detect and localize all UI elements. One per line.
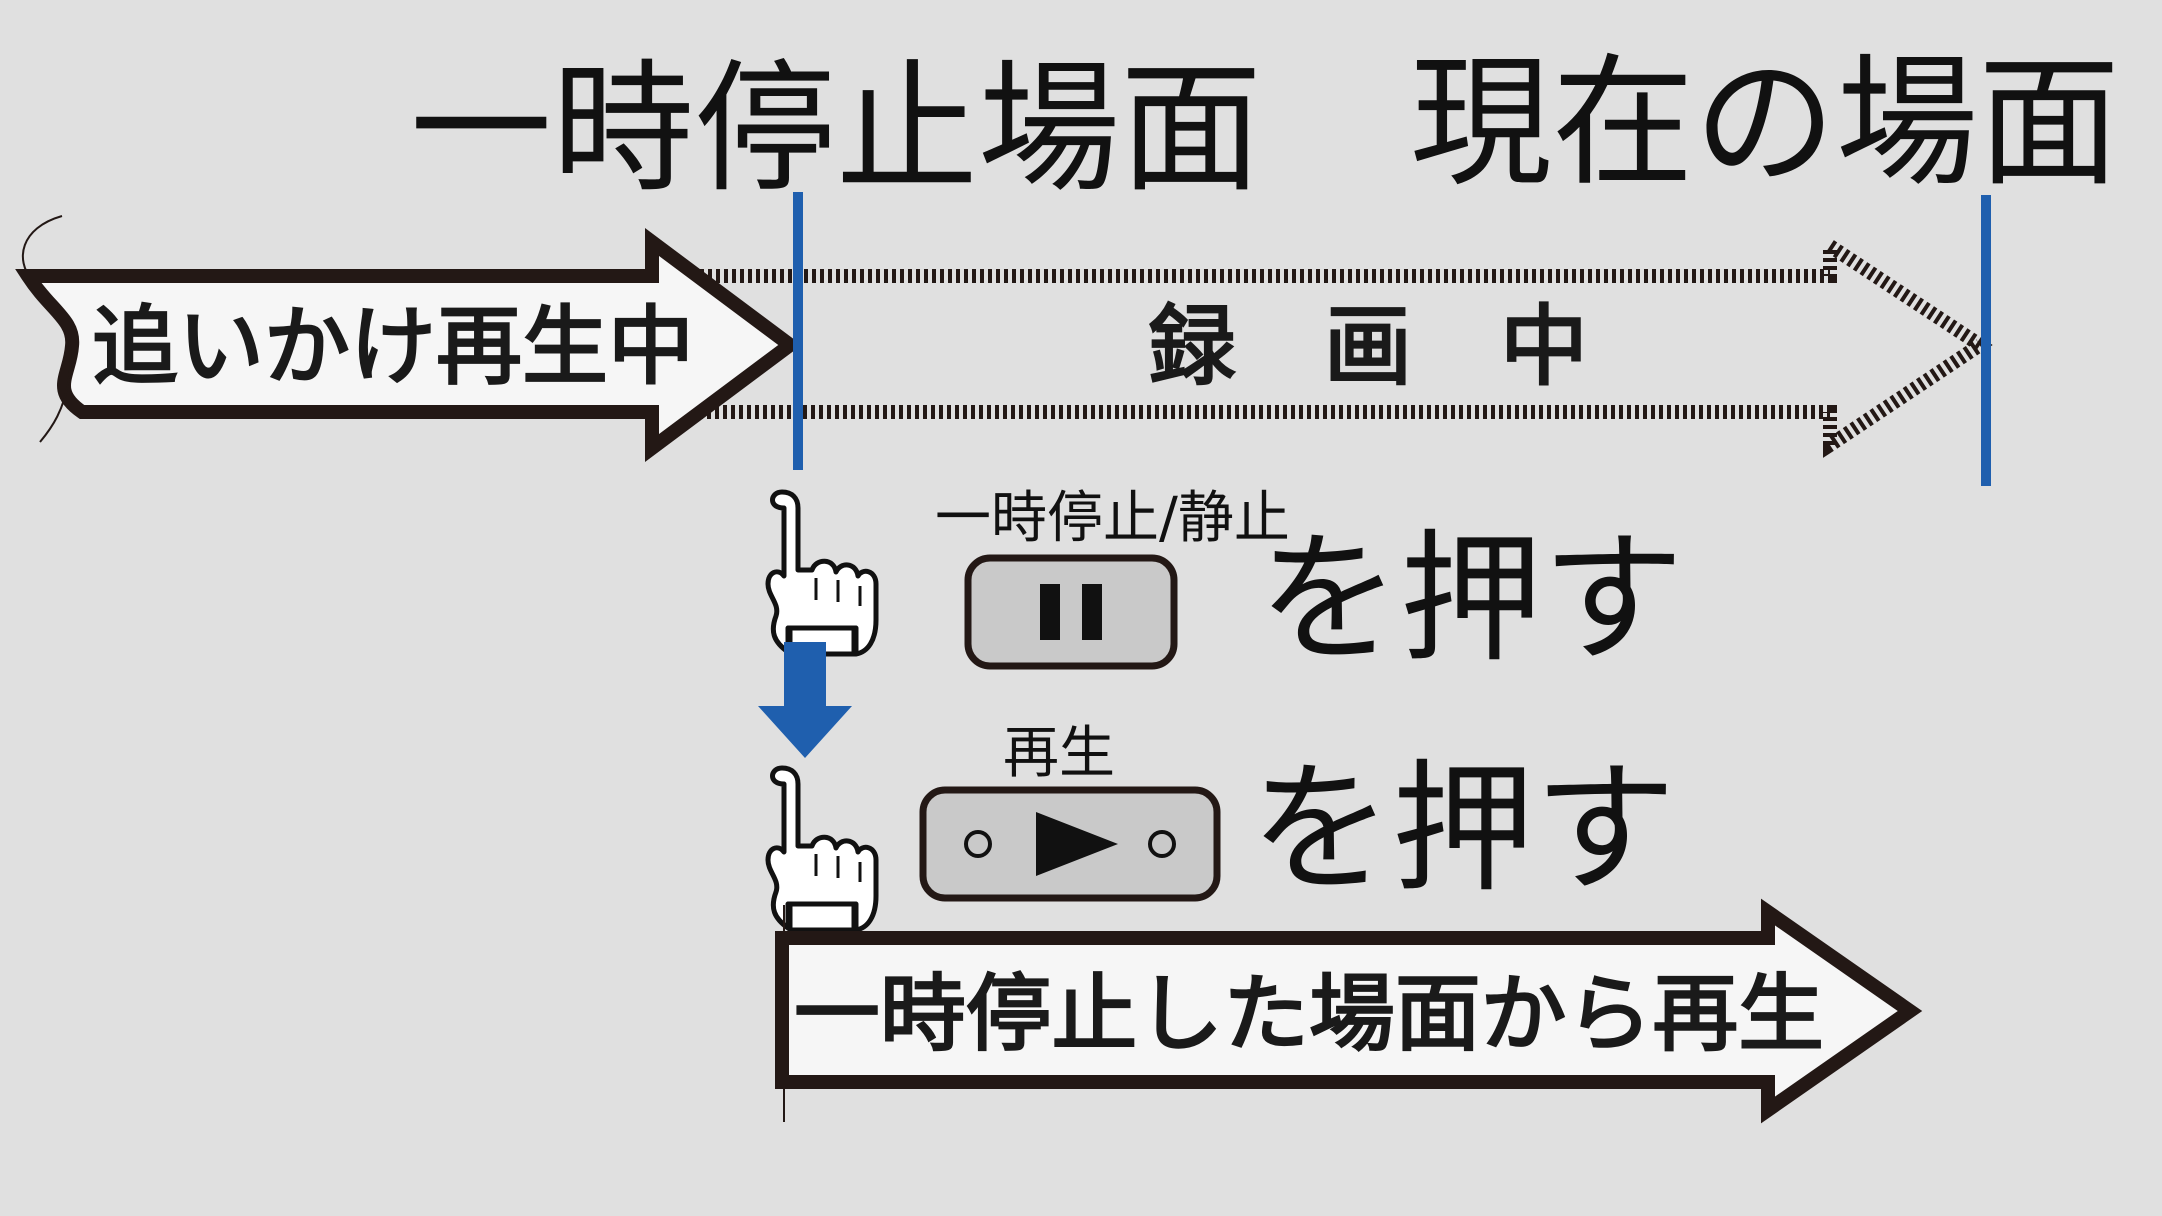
press-play-instruction: を押す: [1250, 747, 1676, 912]
pause-button-caption: 一時停止/静止: [935, 486, 1290, 551]
recording-label: 録 画 中: [1148, 295, 1588, 398]
chase-play-arrow: 追いかけ再生中: [15, 215, 802, 462]
chase-play-label: 追いかけ再生中: [92, 297, 694, 397]
pause-icon: [1040, 584, 1102, 640]
resume-arrow: 一時停止した場面から再生: [775, 898, 1923, 1124]
recording-arrow: 録 画 中: [700, 232, 1993, 459]
play-icon: [1036, 812, 1118, 876]
play-button[interactable]: [919, 786, 1221, 902]
resume-label: 一時停止した場面から再生: [794, 965, 1824, 1063]
dot-icon: [1148, 830, 1176, 858]
pointing-hand-icon: [765, 489, 879, 657]
pause-button[interactable]: [964, 554, 1178, 670]
paused-scene-label: 一時停止場面: [410, 47, 1262, 212]
press-pause-instruction: を押す: [1258, 517, 1684, 682]
pointing-hand-icon: [765, 765, 879, 933]
dot-icon: [964, 830, 992, 858]
play-button-caption: 再生: [1003, 721, 1115, 786]
down-arrow-icon: [758, 642, 852, 758]
current-scene-label: 現在の場面: [1410, 41, 2120, 206]
